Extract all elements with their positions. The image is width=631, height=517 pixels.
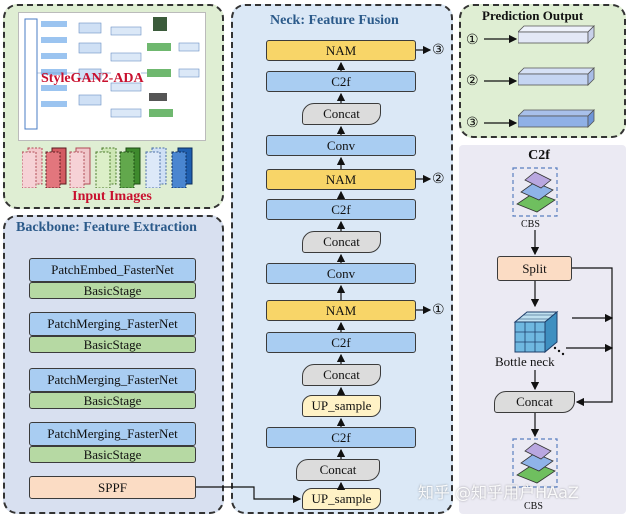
sppf-block: SPPF: [29, 476, 196, 499]
cbs-label-bottom: CBS: [524, 501, 543, 512]
patchmerging-fasternet-block-2: PatchMerging_FasterNet: [29, 368, 196, 392]
conv-block-1: Conv: [266, 263, 416, 284]
conv-block-2: Conv: [266, 135, 416, 156]
patchmerging-fasternet-block-3: PatchMerging_FasterNet: [29, 422, 196, 446]
input-images-stack: [22, 147, 193, 188]
neck-title: Neck: Feature Fusion: [270, 13, 399, 28]
concat-block-1: Concat: [296, 459, 380, 481]
image-stack-blue: [171, 147, 193, 188]
concat-block-3: Concat: [302, 231, 381, 253]
image-stack-green: [119, 147, 141, 188]
prediction-output-block-1: [518, 25, 595, 44]
image-stack-light-green: [95, 147, 117, 188]
arrow-sppf-to-upsample: [196, 486, 302, 504]
prediction-output-blocks: [518, 25, 595, 128]
basicstage-block-1: BasicStage: [29, 282, 196, 299]
concat-block-2: Concat: [302, 364, 381, 386]
c2f-block-1: C2f: [266, 427, 416, 448]
cbs-icon-bottom: [512, 438, 558, 488]
upsample-block-2: UP_sample: [302, 395, 381, 417]
prediction-title: Prediction Output: [482, 8, 584, 23]
c2f-block-2: C2f: [266, 332, 416, 353]
image-stack-red: [45, 147, 67, 188]
c2f-block-4: C2f: [266, 71, 416, 92]
c2f-detail-title: C2f: [528, 148, 550, 163]
cbs-label-top: CBS: [521, 219, 540, 230]
arrow-split-to-concat: [572, 267, 613, 407]
c2f-concat-block: Concat: [494, 391, 575, 413]
image-stack-pink-1: [22, 147, 43, 188]
image-stack-pink-2: [69, 147, 91, 188]
bottleneck-cube-icon: [513, 310, 565, 356]
neck-marker-1: ①: [432, 303, 445, 318]
cbs-icon-top: [512, 167, 558, 217]
basicstage-block-3: BasicStage: [29, 392, 196, 409]
c2f-block-3: C2f: [266, 199, 416, 220]
patchmerging-fasternet-block-1: PatchMerging_FasterNet: [29, 312, 196, 336]
generator-diagram-thumbnail: [24, 17, 200, 130]
neck-marker-2: ②: [432, 172, 445, 187]
model-label: StyleGAN2-ADA: [41, 71, 144, 86]
prediction-marker-1: ①: [466, 33, 479, 48]
image-stack-light-blue: [145, 147, 167, 188]
upsample-block-1: UP_sample: [302, 488, 381, 510]
prediction-marker-3: ③: [466, 116, 479, 131]
basicstage-block-2: BasicStage: [29, 336, 196, 353]
nam-block-3: NAM: [266, 40, 416, 61]
architecture-thumbnail: StyleGAN2-ADA: [18, 12, 206, 141]
input-images-title: Input Images: [72, 189, 152, 204]
prediction-marker-2: ②: [466, 74, 479, 89]
concat-block-4: Concat: [302, 103, 381, 125]
watermark: 知乎 @知乎用户HAaZ: [418, 483, 579, 502]
bottleneck-label: Bottle neck: [495, 354, 555, 369]
nam-block-1: NAM: [266, 300, 416, 321]
prediction-output-block-3: [518, 109, 595, 128]
patchembed-fasternet-block: PatchEmbed_FasterNet: [29, 258, 196, 282]
split-block: Split: [497, 256, 572, 281]
backbone-title: Backbone: Feature Extraction: [16, 220, 197, 235]
nam-block-2: NAM: [266, 169, 416, 190]
neck-marker-3: ③: [432, 43, 445, 58]
prediction-output-block-2: [518, 67, 595, 86]
basicstage-block-4: BasicStage: [29, 446, 196, 463]
